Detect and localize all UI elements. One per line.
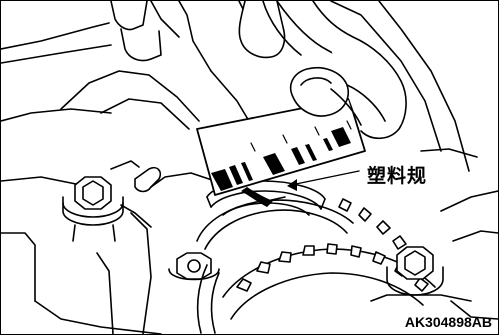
plastigage-scale-card bbox=[196, 98, 366, 196]
leader-arrow bbox=[287, 170, 360, 191]
plastigage-strip bbox=[241, 187, 286, 207]
bracket-slot bbox=[110, 160, 162, 193]
bolt-head-right bbox=[370, 190, 498, 320]
right-housing-outline bbox=[330, 1, 478, 172]
bolt-head-lower bbox=[168, 252, 220, 281]
plastigage-callout-label: 塑料规 bbox=[367, 165, 428, 187]
figure-code: AK304898AB bbox=[404, 314, 492, 330]
timing-sprocket bbox=[196, 198, 436, 334]
bolt-head-left bbox=[62, 176, 152, 242]
hand-illustration bbox=[238, 1, 407, 140]
